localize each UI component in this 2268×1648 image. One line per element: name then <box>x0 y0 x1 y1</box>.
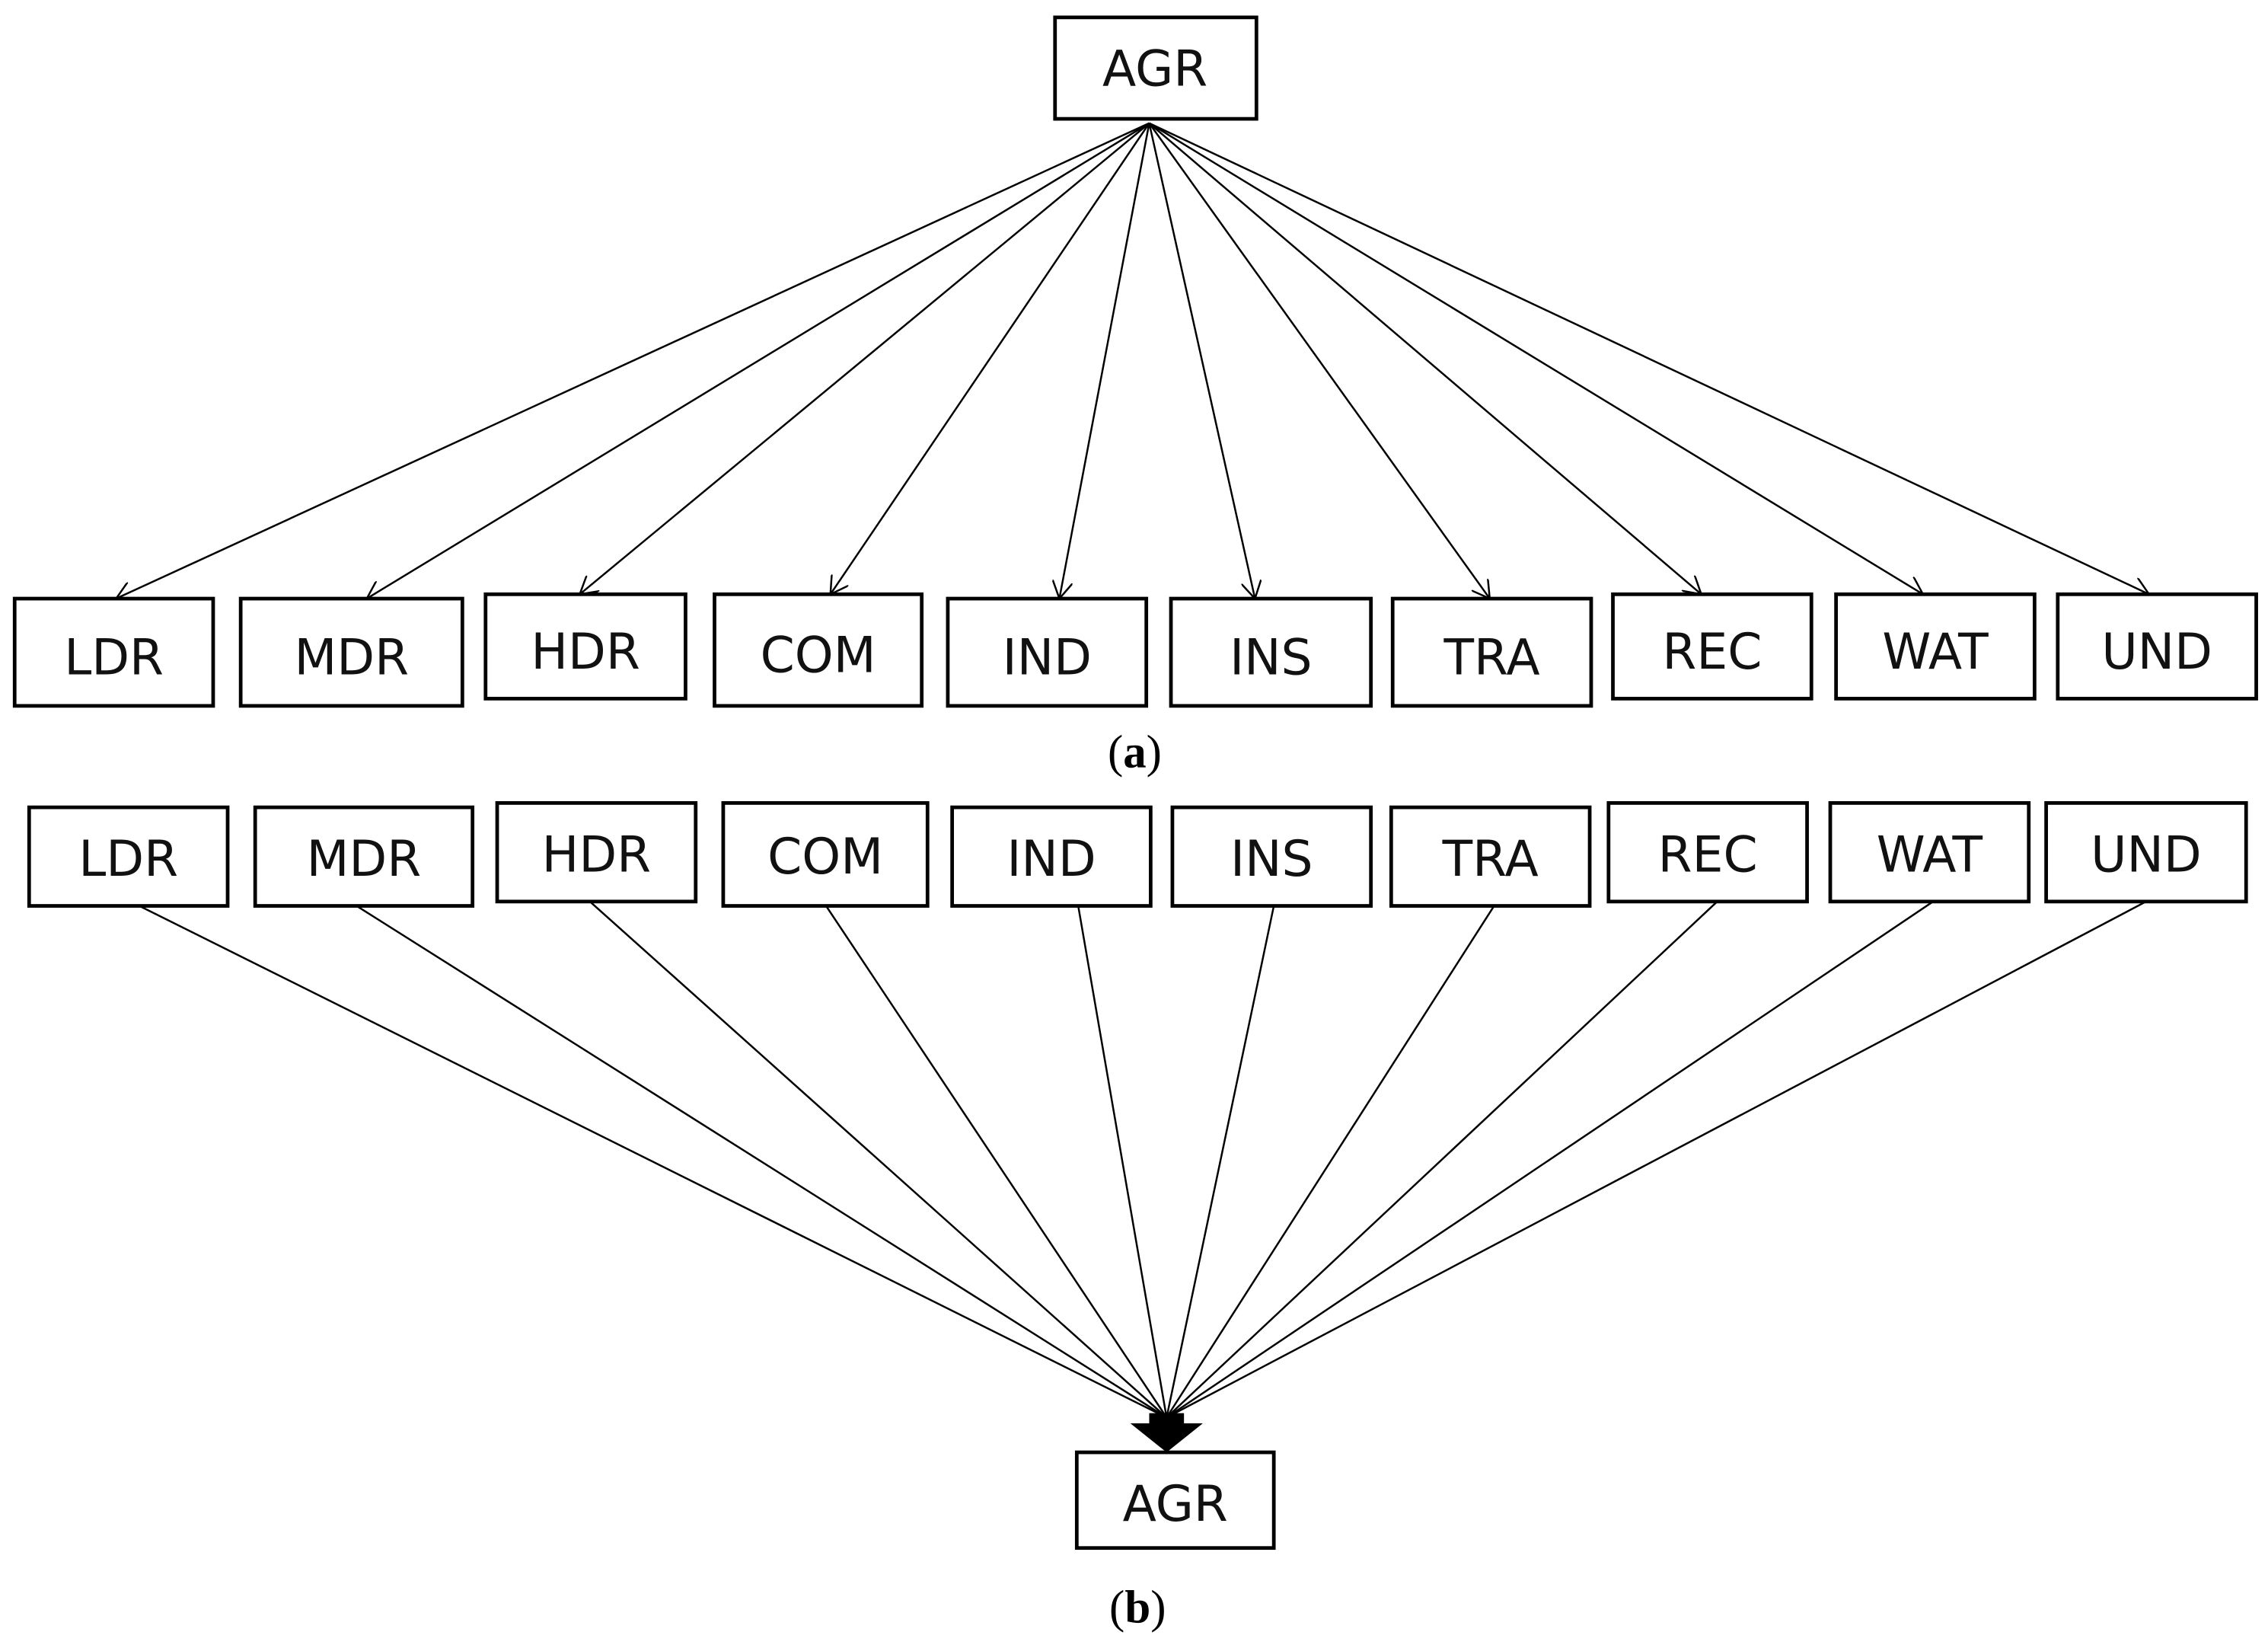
node-label: HDR <box>531 624 640 681</box>
source-node-com: COM <box>721 801 930 908</box>
target-node-wat: WAT <box>1834 592 2037 701</box>
target-node-agr: AGR <box>1074 1450 1276 1551</box>
node-label: AGR <box>1123 1476 1228 1533</box>
target-node-ind: IND <box>946 596 1149 708</box>
caption-b: (b) <box>1109 1582 1166 1633</box>
edges <box>116 122 2148 599</box>
node-label: TRA <box>1443 629 1540 686</box>
target-node-hdr: HDR <box>483 592 687 701</box>
node-label: INS <box>1230 629 1313 686</box>
node-label: AGR <box>1102 41 1207 98</box>
node-label: MDR <box>294 629 409 686</box>
node-label: WAT <box>1882 624 1989 681</box>
source-node-ind: IND <box>950 805 1153 908</box>
edge-und-to-agr <box>1166 900 2147 1419</box>
node-label: LDR <box>78 831 178 888</box>
source-node-tra: TRA <box>1389 805 1592 908</box>
node-label: COM <box>767 829 883 886</box>
panel-a: AGR LDR MDR HDR COM IND INS TRA REC WAT UND (a) <box>12 15 2258 778</box>
node-label: COM <box>761 628 876 685</box>
edge-agr-to-ldr <box>116 122 1150 599</box>
edge-agr-to-ins <box>1148 123 1255 599</box>
edge-com-to-agr <box>825 905 1168 1419</box>
edge-agr-to-ind <box>1059 123 1150 599</box>
node-label: REC <box>1658 826 1758 883</box>
edge-ins-to-agr <box>1166 905 1275 1418</box>
edge-wat-to-agr <box>1166 900 1934 1419</box>
source-node-ldr: LDR <box>27 805 230 908</box>
edge-rec-to-agr <box>1166 900 1718 1419</box>
panel-b: LDR MDR HDR COM IND INS TRA REC WAT UND AGR (b) <box>27 801 2248 1633</box>
source-node-rec: REC <box>1606 801 1809 904</box>
node-label: MDR <box>307 831 422 888</box>
source-node-agr: AGR <box>1053 15 1258 121</box>
target-node-com: COM <box>713 592 924 708</box>
node-label: INS <box>1230 831 1313 888</box>
node-label: HDR <box>542 826 651 883</box>
node-label: WAT <box>1877 826 1983 883</box>
edge-agr-to-com <box>831 123 1150 595</box>
caption-a: (a) <box>1108 727 1162 778</box>
node-label: TRA <box>1442 831 1539 888</box>
target-node-ins: INS <box>1169 596 1373 708</box>
source-node-hdr: HDR <box>495 801 698 904</box>
node-label: UND <box>2101 624 2212 681</box>
edge-agr-to-hdr <box>580 122 1150 595</box>
target-nodes: LDR MDR HDR COM IND INS TRA REC WAT UND <box>12 592 2258 708</box>
source-node-ins: INS <box>1170 805 1373 908</box>
source-node-wat: WAT <box>1828 801 2031 904</box>
target-node-tra: TRA <box>1390 596 1593 708</box>
edge-agr-to-rec <box>1148 122 1701 595</box>
source-nodes: LDR MDR HDR COM IND INS TRA REC WAT UND <box>27 801 2248 908</box>
source-node-mdr: MDR <box>253 805 475 908</box>
source-node-und: UND <box>2044 801 2248 904</box>
target-node-ldr: LDR <box>12 596 215 708</box>
edge-ldr-to-agr <box>139 905 1167 1419</box>
edge-agr-to-tra <box>1148 123 1489 599</box>
node-label: IND <box>1003 629 1092 686</box>
edge-agr-to-mdr <box>367 122 1150 599</box>
edge-ind-to-agr <box>1077 905 1168 1418</box>
node-label: IND <box>1006 831 1096 888</box>
node-label: UND <box>2091 826 2202 883</box>
edge-hdr-to-agr <box>589 900 1168 1419</box>
merged-arrowhead-icon <box>1130 1413 1203 1453</box>
target-node-und: UND <box>2056 592 2258 701</box>
edge-agr-to-wat <box>1148 122 1922 595</box>
target-node-rec: REC <box>1611 592 1813 701</box>
edge-tra-to-agr <box>1166 905 1495 1419</box>
edges <box>139 900 2147 1419</box>
node-label: REC <box>1662 624 1762 681</box>
edge-mdr-to-agr <box>356 905 1167 1419</box>
target-node-mdr: MDR <box>238 596 464 708</box>
edge-agr-to-und <box>1148 122 2148 595</box>
node-label: LDR <box>64 629 164 686</box>
